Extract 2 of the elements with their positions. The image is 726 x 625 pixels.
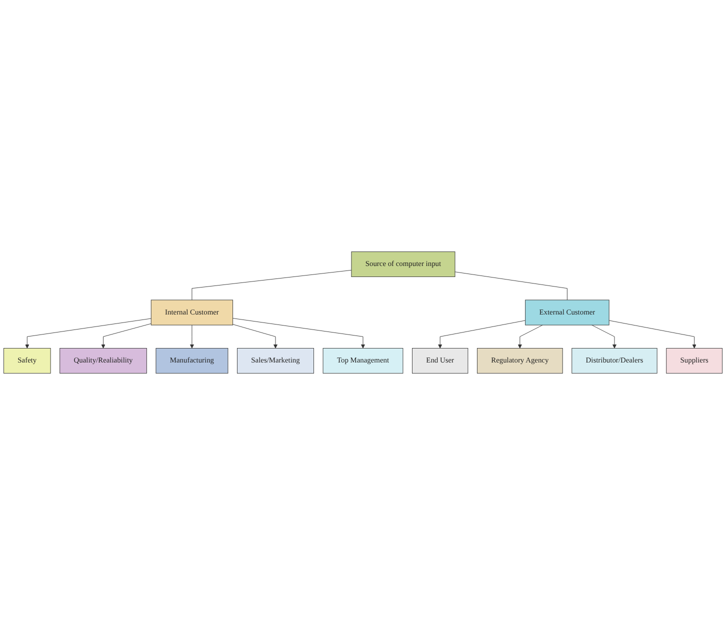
connector bbox=[192, 270, 352, 300]
connector bbox=[454, 272, 568, 300]
